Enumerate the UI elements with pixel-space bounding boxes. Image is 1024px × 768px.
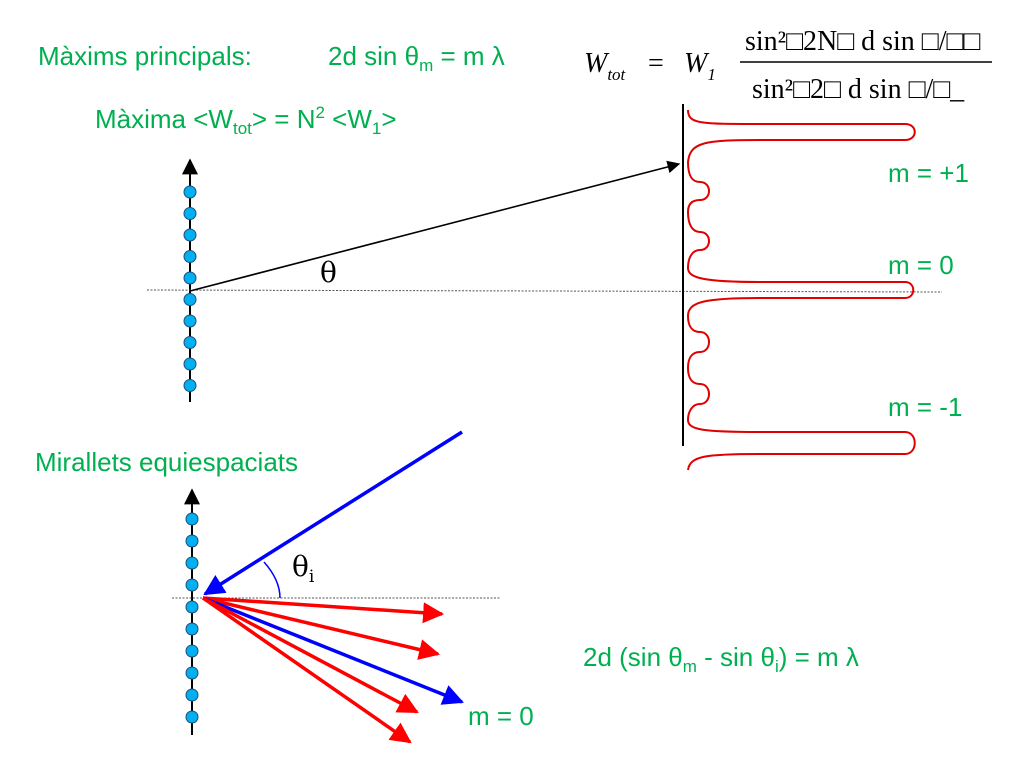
incidence-angle-label: θi [292,550,315,587]
intensity-formula: Wtot = W1 sin²□2N□ d sin □/□□ sin²□2□ d … [584,26,992,105]
mirrors-title: Mirallets equiespaciats [35,447,298,477]
red-order-ray-4 [202,596,412,744]
intensity-profile [686,109,916,471]
formula-numerator: sin²□2N□ d sin □/□□ [745,26,980,57]
angle-theta-label: θ [320,256,337,289]
mirror-dot [185,666,199,680]
principal-maxima-label: Màxims principals: [38,41,252,71]
formula-w1: W1 [684,48,716,84]
grating-equation: 2d (sin θm - sin θi) = m λ [583,642,859,676]
mirror-dot [185,512,199,526]
incident-ray [203,430,463,596]
top-grating-slits [183,185,197,392]
red-order-ray-2 [202,596,441,660]
order-label-zero: m = 0 [888,250,954,280]
slit-dot [183,185,197,199]
formula-equals: = [648,48,664,79]
slit-dot [183,336,197,349]
maxima-equation: Màxima <Wtot> = N2 <W1> [95,103,397,138]
formula-denominator: sin²□2□ d sin □/□_ [752,74,965,105]
bottom-grating [184,488,200,735]
bottom-grating-mirrors [185,512,199,724]
slit-dot [183,207,197,220]
mirror-dot [185,622,199,636]
mirror-dot [185,600,199,614]
incidence-angle-arc [263,561,281,599]
slit-dot [183,357,197,371]
mirror-dot [185,578,199,592]
mirror-dot [185,644,199,658]
zero-order-label: m = 0 [468,701,534,731]
top-optical-axis [146,289,943,293]
order-label-plus1: m = +1 [888,158,969,188]
slit-dot [183,250,197,263]
mirror-dot [185,710,199,724]
order-label-minus1: m = -1 [888,392,962,422]
mirror-dot [185,534,199,548]
diffracted-ray [189,160,681,292]
slit-dot [183,228,197,242]
slit-dot [183,314,197,328]
zero-order-ray [202,596,464,705]
mirror-dot [185,688,199,702]
red-order-ray-3 [202,596,419,714]
principal-maxima-equation: 2d sin θm = m λ [328,41,505,75]
slit-dot [183,379,197,392]
red-order-ray-1 [202,596,445,624]
slit-dot [183,271,197,285]
slit-dot [183,293,197,306]
mirror-dot [185,556,199,570]
top-grating [182,158,198,402]
formula-lhs: Wtot [584,48,627,84]
